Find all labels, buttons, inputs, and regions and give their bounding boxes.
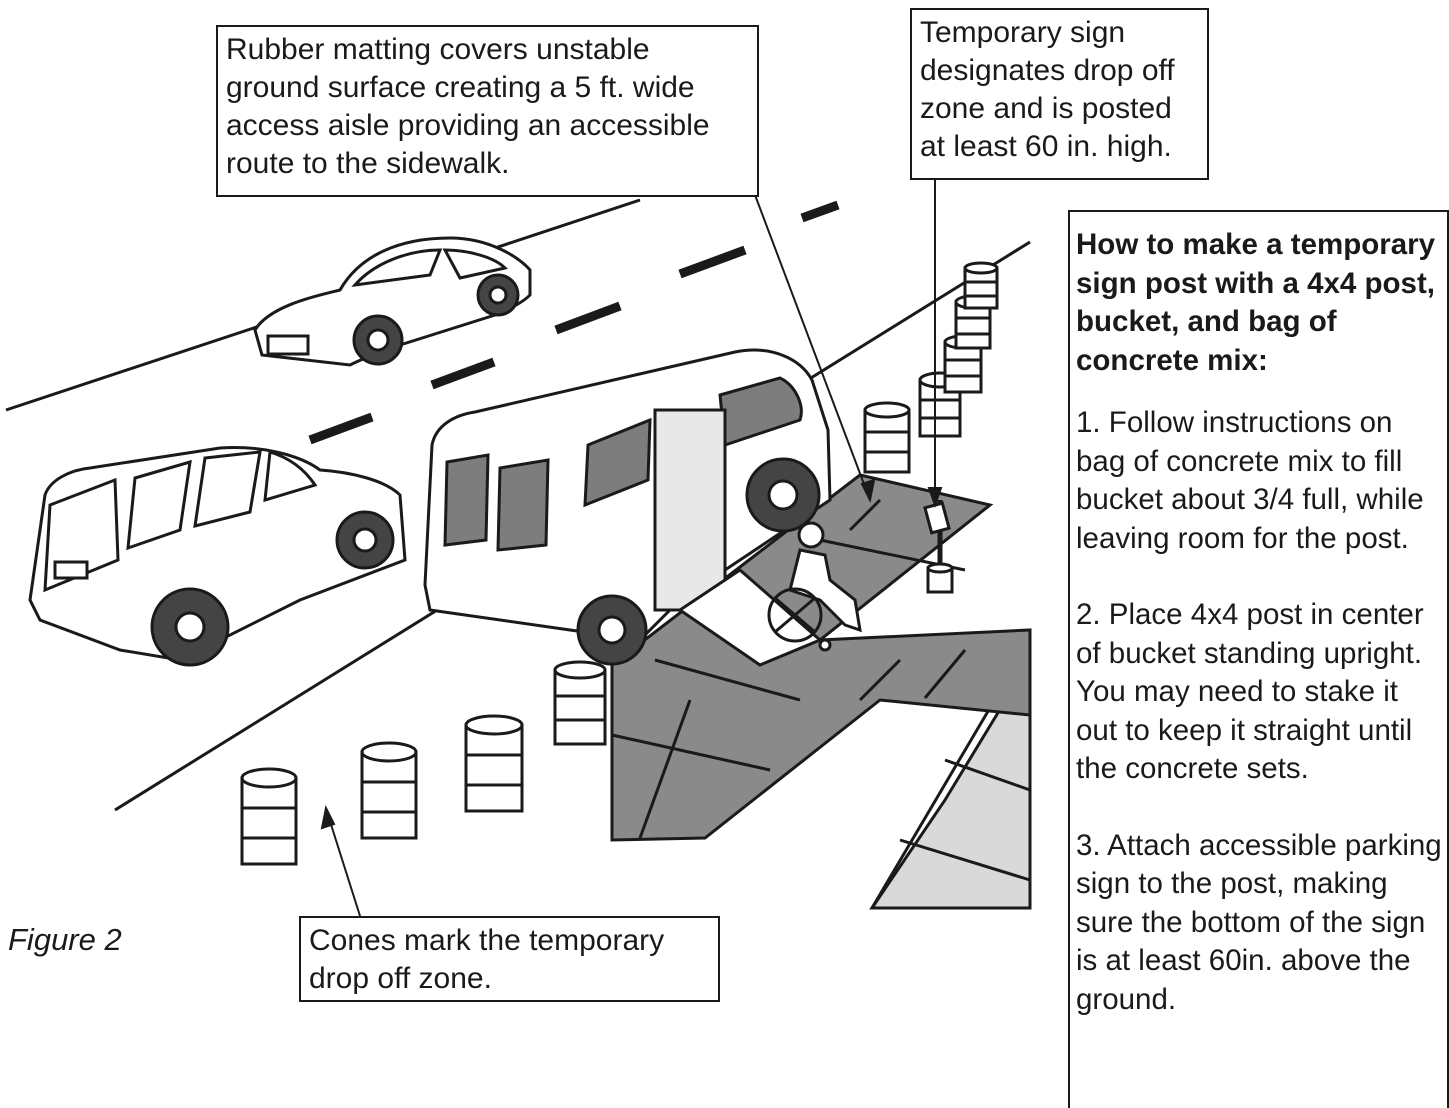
matting-leader (754, 194, 871, 501)
cones-callout: Cones mark the temporary drop off zone. (299, 916, 720, 1002)
van-hub (767, 479, 799, 511)
leader-lines (320, 180, 943, 917)
sign-plate (923, 501, 951, 535)
sign-callout: Temporary sign designates drop off zone … (910, 8, 1209, 180)
matting-aisle (610, 473, 1032, 842)
suv-side-window (126, 459, 192, 551)
person-body (788, 548, 862, 633)
suv-body (28, 445, 407, 662)
cones-arrowhead (320, 804, 336, 830)
sign-post-instructions: How to make a temporary sign post with a… (1068, 210, 1449, 1108)
van-side-door-opening (653, 408, 727, 612)
lane-dash (308, 412, 374, 445)
van-front-window (718, 376, 803, 448)
mat-seam (611, 733, 771, 772)
instruction-step: 1. Follow instructions on bag of concret… (1076, 406, 1424, 555)
suv-side-window (263, 450, 318, 503)
person-head (797, 521, 825, 549)
instructions-title: How to make a temporary sign post with a… (1076, 228, 1436, 377)
sports-car-hub (366, 328, 390, 352)
mat-seam (638, 699, 692, 839)
sign-arrowhead (927, 487, 943, 509)
suv-hub (352, 527, 378, 553)
mat-seam (848, 498, 882, 532)
instruction-step: 3. Attach accessible parking sign to the… (1076, 828, 1442, 1016)
cone-barrel (863, 401, 911, 474)
cones-leader (327, 814, 361, 917)
sports-car-plate (266, 334, 310, 356)
accessible-van (423, 348, 832, 667)
van-rear-window (496, 458, 550, 552)
sign-bucket-rim (926, 562, 954, 574)
temporary-sign-post (923, 500, 954, 594)
mat-seam (858, 658, 902, 702)
van-hub (597, 615, 627, 645)
van-rear-window (443, 453, 490, 547)
wheelchair-wheel (767, 587, 823, 643)
sports-car-window (442, 248, 508, 280)
van-lift-platform (677, 568, 823, 667)
suv-side-window (193, 450, 262, 529)
sidewalk-joint (899, 838, 1031, 882)
mat-seam (923, 649, 967, 699)
suv-hub (174, 611, 206, 643)
cone-barrel (553, 660, 607, 746)
sports-car-hub (488, 285, 508, 305)
rubber-matting (610, 473, 1032, 842)
sidewalk-joint (944, 758, 1031, 792)
cones (240, 261, 999, 866)
matting-arrowhead (860, 478, 876, 504)
cone-barrel (963, 261, 999, 310)
lane-dash (800, 200, 840, 223)
lane-dashes (308, 200, 840, 445)
wheelchair-caster (818, 638, 832, 652)
cone-barrel (464, 714, 524, 813)
lane-dash (678, 245, 747, 279)
sports-car-window (351, 248, 443, 288)
figure-label: Figure 2 (8, 922, 122, 957)
cone-barrel (240, 767, 298, 866)
mat-seam (654, 658, 801, 702)
matting-callout: Rubber matting covers unstable ground su… (216, 25, 759, 197)
wheelchair-user (767, 521, 862, 652)
suv-plate (53, 560, 89, 580)
sports-car (253, 236, 532, 367)
wheelchair-spoke (774, 596, 816, 634)
suv (28, 445, 407, 667)
lane-dash (430, 357, 496, 390)
lane-dash (554, 301, 622, 335)
van-side-window (583, 417, 652, 508)
cone-barrel (360, 741, 418, 840)
instruction-step: 2. Place 4x4 post in center of bucket st… (1076, 598, 1424, 785)
